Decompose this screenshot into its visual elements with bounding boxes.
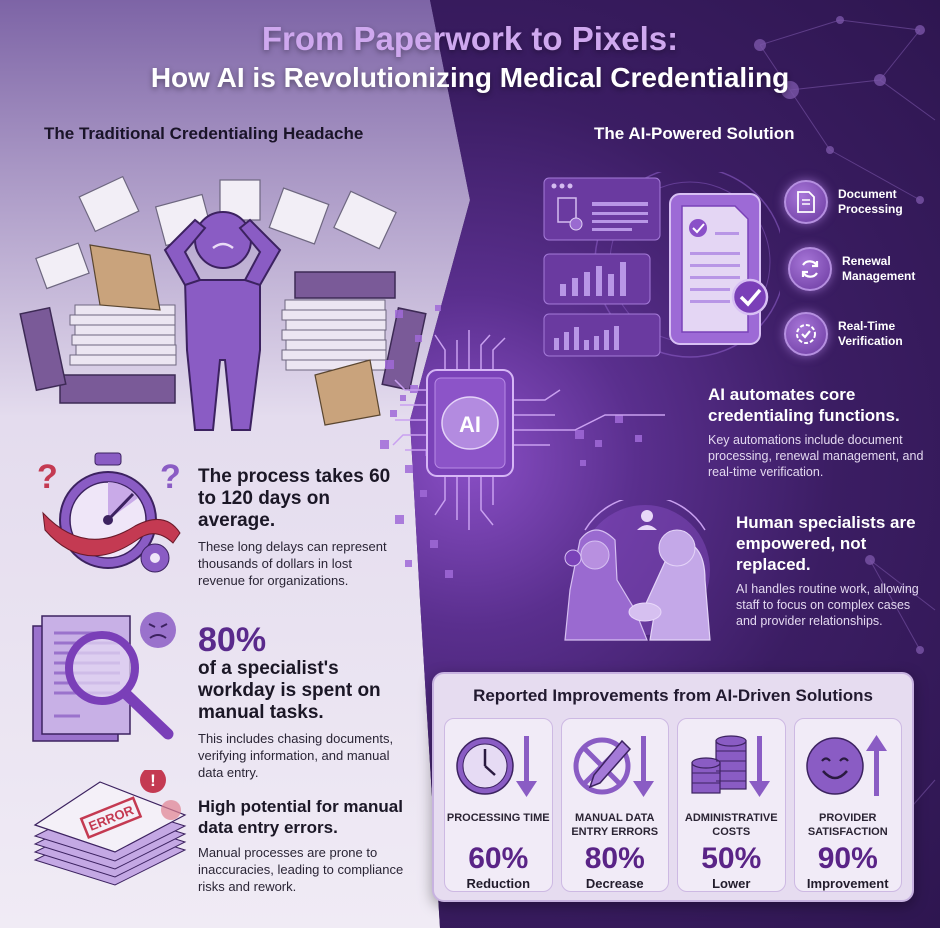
metric-descriptor: Decrease [585,876,644,891]
point-human-specialists: Human specialists are empowered, not rep… [736,512,926,629]
improvement-card-administrative-costs: ADMINISTRATIVE COSTS 50% Lower [677,718,786,892]
metric-label: PROCESSING TIME [446,812,550,824]
right-section-title: The AI-Powered Solution [594,124,795,143]
metric-value: 50% [701,842,762,875]
metric-descriptor: Lower [712,876,751,891]
feature-renewal-management: Renewal Management [788,247,938,291]
improvement-card-provider-satisfaction: PROVIDER SATISFACTION 90% Improvement [793,718,902,892]
clock-icon [456,736,538,797]
svg-text:?: ? [37,458,58,496]
feature-label: Real-Time Verification [838,319,903,348]
title-line-1: From Paperwork to Pixels: [261,20,679,57]
point-body: This includes chasing documents, verifyi… [198,731,394,780]
improvements-panel: Reported Improvements from AI-Driven Sol… [432,672,914,902]
point-processing-time: The process takes 60 to 120 days on aver… [198,466,398,589]
improvement-card-processing-time: PROCESSING TIME 60% Reduction [444,718,553,892]
feature-real-time-verification: Real-Time Verification [784,312,934,356]
dashboard-document-illustration [543,172,780,358]
stopwatch-ribbon-icon: ? ? [37,452,181,573]
point-ai-automates: AI automates core credentialing function… [708,384,928,480]
ai-chip-illustration: AI [380,305,665,578]
metric-label: MANUAL DATA ENTRY ERRORS [571,812,659,838]
metric-descriptor: Reduction [466,876,531,891]
svg-text:!: ! [150,771,156,790]
handshake-illustration [564,500,711,641]
metric-value: 60% [468,842,529,875]
metric-label: PROVIDER SATISFACTION [807,812,888,838]
metric-value: 80% [584,842,645,875]
point-body: AI handles routine work, allowing staff … [736,582,919,628]
stressed-person-paperwork-icon [19,175,427,431]
left-section-title: The Traditional Credentialing Headache [44,124,364,143]
metric-descriptor: Improvement [806,876,889,891]
point-body: These long delays can represent thousand… [198,539,387,588]
error-papers-icon: ERROR ! [33,770,187,886]
magnifier-document-icon [32,612,176,742]
stat-value: 80% [198,621,267,659]
coins-icon [691,735,771,797]
point-headline: High potential for manual data entry err… [198,797,403,837]
verified-badge-icon [784,312,828,356]
document-icon [784,180,828,224]
feature-document-processing: Document Processing [784,180,934,224]
point-headline: AI automates core credentialing function… [708,385,900,425]
network-decoration [754,16,936,827]
point-headline: of a specialist's workday is spent on ma… [198,658,381,723]
point-body: Key automations include document process… [708,433,924,479]
refresh-icon [788,247,832,291]
feature-label: Renewal Management [842,254,916,283]
point-data-errors: High potential for manual data entry err… [198,796,408,895]
point-body: Manual processes are prone to inaccuraci… [198,845,404,894]
improvements-title: Reported Improvements from AI-Driven Sol… [473,686,873,705]
point-headline: Human specialists are empowered, not rep… [736,513,916,574]
metric-value: 90% [817,842,878,875]
smiley-icon [806,735,887,796]
feature-label: Document Processing [838,187,903,216]
improvement-card-data-entry-errors: MANUAL DATA ENTRY ERRORS 80% Decrease [560,718,669,892]
ai-chip-label: AI [459,412,481,437]
point-manual-tasks: 80% of a specialist's workday is spent o… [198,622,408,781]
point-headline: The process takes 60 to 120 days on aver… [198,466,391,531]
title-line-2: How AI is Revolutionizing Medical Creden… [150,62,790,93]
svg-text:?: ? [160,458,181,496]
metric-label: ADMINISTRATIVE COSTS [684,812,778,838]
no-pencil-icon [573,736,654,797]
